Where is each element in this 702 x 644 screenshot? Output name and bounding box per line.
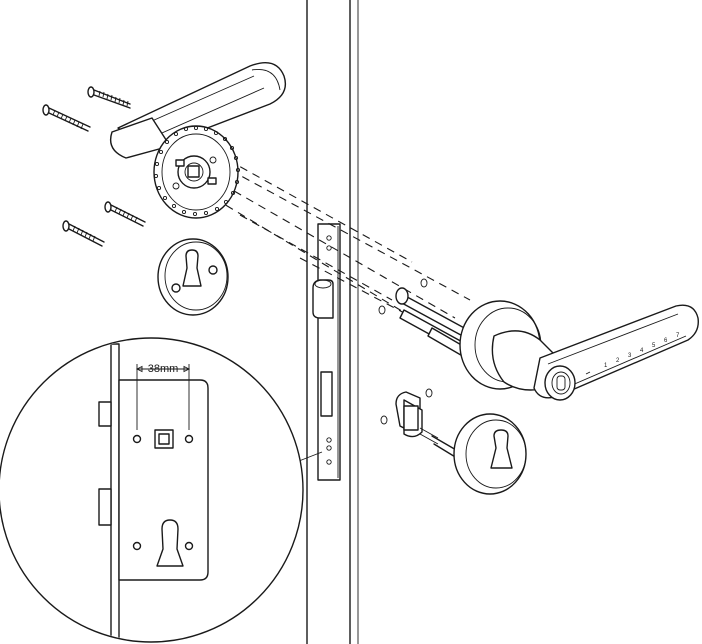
alignment-lines — [213, 159, 471, 335]
dimension-label: 38mm — [148, 363, 179, 375]
keypad-digit: 6 — [664, 338, 668, 344]
inside-handle — [109, 62, 287, 219]
inside-rose-cover — [157, 238, 229, 316]
keypad-digit: 7 — [676, 333, 680, 339]
mortise-lock-detail: 38mm — [0, 337, 304, 643]
keypad-digit: 2 — [616, 358, 620, 364]
screw — [104, 201, 146, 227]
keypad-digit: 1 — [604, 363, 608, 369]
deadbolt-slot — [320, 371, 333, 417]
spindle — [378, 278, 471, 359]
outside-smart-handle: 1 2 3 4 5 6 7 — [459, 300, 699, 401]
keypad-digit: 3 — [628, 353, 632, 359]
screw — [87, 86, 131, 109]
keypad: 1 2 3 4 5 6 7 — [585, 333, 680, 375]
lock-cylinder — [380, 388, 439, 445]
door — [306, 0, 359, 644]
outside-rose-cover — [431, 413, 527, 495]
lock-faceplate — [312, 223, 341, 481]
screw — [62, 220, 105, 247]
screw — [42, 104, 91, 132]
latch-bolt — [312, 279, 334, 319]
keypad-digit: 4 — [640, 348, 644, 354]
keypad-digit: 5 — [652, 343, 656, 349]
